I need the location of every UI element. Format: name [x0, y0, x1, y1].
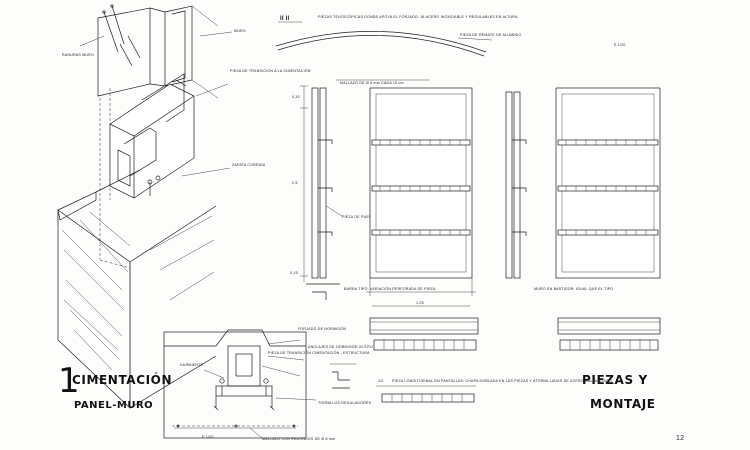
transition-piece	[109, 83, 195, 199]
label-hook: PIEZA DE PUENTE	[342, 215, 377, 219]
page-number: 12	[676, 435, 684, 442]
title-foundation: CIMENTACIÓN	[72, 372, 172, 387]
label-section-scale: E 1/20	[202, 435, 214, 439]
label-footing: ZAPATA CORRIDA	[232, 163, 266, 167]
dim-mid: 2,5	[292, 181, 298, 185]
curved-trim	[275, 31, 487, 53]
label-transition-section: PIEZA DE TRANSICIÓN CIMENTACIÓN - ESTRUC…	[268, 350, 370, 355]
label-wall: MURO	[234, 29, 246, 33]
note-telescopic: PIEZAS TELESCÓPICAS DONDE APOYA EL FORJA…	[318, 14, 518, 19]
note-mesh: MALLAZO DE Ø 6 mm CADA 15 cm	[340, 81, 404, 85]
profile-index: 1/2	[378, 379, 384, 383]
note-profile: PIEZA LONGITUDINAL EN PANTALLAS: CHAPA D…	[392, 379, 612, 383]
label-anchoring: ANCLAJES DE HORMIGÓN IN SITU	[308, 344, 373, 349]
profile-strips	[369, 317, 661, 403]
roman-mark: II II	[280, 16, 289, 22]
wall-panel-elevation	[369, 87, 473, 279]
title-pieces: PIEZAS Y	[582, 373, 648, 387]
label-transition: PIEZA DE TRANSICIÓN A LA CIMENTACIÓN	[230, 68, 311, 73]
anchor-rod	[103, 11, 119, 53]
label-bolts: TORNILLOS REGULADORES	[318, 401, 371, 405]
caption-right: MURO EN BASTIDOR: IGUAL QUE EL TIPO	[534, 287, 613, 291]
title-panel-wall: PANEL-MURO	[74, 400, 153, 411]
shelf-rows	[371, 139, 471, 236]
caption-left: BARRA TIPO: VARIACIÓN PERFORADA DE PIEZA	[344, 286, 436, 291]
elevation-scale: E 1/20	[614, 43, 626, 47]
label-beam-top: FORJADO DE HORMIGÓN	[298, 326, 346, 331]
elevation-set-right: MURO EN BASTIDOR: IGUAL QUE EL TIPO	[505, 87, 661, 291]
dim-top: 0,30	[292, 95, 300, 99]
elevation-set-left: 0,30 2,5 0,15 PIEZA DE PUENTE MALLAZO DE…	[290, 79, 476, 307]
label-insert: DURMIENTE	[180, 363, 204, 367]
wall-panel-elevation-right	[555, 87, 661, 279]
label-anchors: RANURAS MURO	[62, 53, 94, 57]
isometric-foundation-sketch	[57, 4, 219, 409]
dim-width: 1,25	[416, 301, 424, 305]
foundation-section-view	[163, 329, 317, 439]
sheet-number: 1	[58, 361, 80, 401]
dim-low: 0,15	[290, 271, 298, 275]
label-mesh: MALLAZO CON REDONDOS DE Ø 8 mm	[262, 437, 335, 441]
note-curve: PIEZA DE REMATE DE ALUMINIO	[460, 33, 521, 37]
title-assembly: MONTAJE	[590, 397, 656, 411]
detail-sketch	[330, 363, 356, 389]
